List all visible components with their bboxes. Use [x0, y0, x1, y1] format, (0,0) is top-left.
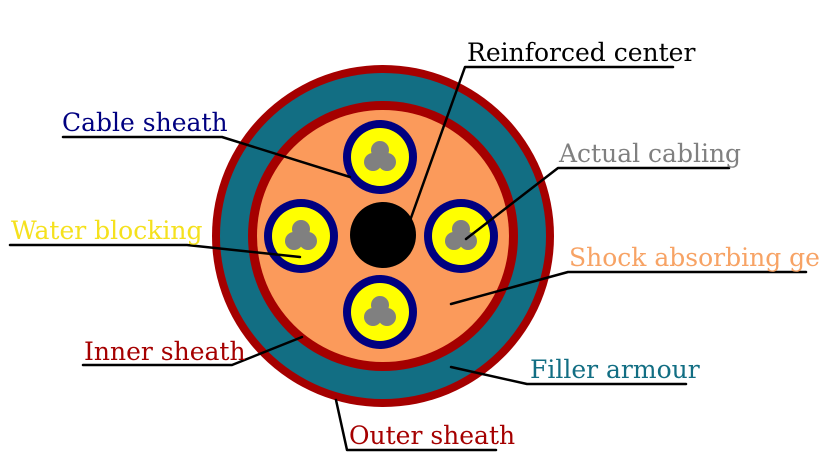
cable-bundle-left — [264, 199, 338, 273]
label-cable-sheath: Cable sheath — [62, 108, 228, 137]
leader-cable-sheath — [61, 135, 352, 179]
leader-reinforced-center — [405, 65, 675, 231]
conductor — [285, 232, 303, 250]
leader-lines — [8, 65, 808, 452]
label-shock-absorbing-gel: Shock absorbing gel — [569, 243, 820, 272]
label-filler-armour: Filler armour — [530, 355, 700, 384]
leader-shock-absorbing-gel — [449, 270, 808, 306]
conductor — [445, 232, 463, 250]
conductor — [364, 153, 382, 171]
cable-bundle-bottom — [343, 275, 417, 349]
label-reinforced-center: Reinforced center — [467, 38, 695, 67]
conductor — [378, 308, 396, 326]
conductor — [459, 232, 477, 250]
cable-bundle-right — [424, 199, 498, 273]
conductor — [378, 153, 396, 171]
cable-bundle-top — [343, 120, 417, 194]
cable-cross-section — [212, 65, 554, 407]
conductor — [299, 232, 317, 250]
leader-inner-sheath — [81, 335, 304, 367]
label-actual-cabling: Actual cabling — [558, 139, 741, 168]
labels: Reinforced center Cable sheath Actual ca… — [11, 38, 820, 450]
label-outer-sheath: Outer sheath — [349, 421, 515, 450]
leader-outer-sheath — [334, 398, 498, 452]
conductor — [364, 308, 382, 326]
label-water-blocking: Water blocking — [11, 216, 202, 245]
leader-actual-cabling — [464, 166, 731, 241]
reinforced-center — [350, 202, 416, 268]
leader-filler-armour — [449, 365, 688, 386]
leader-water-blocking — [8, 243, 302, 259]
label-inner-sheath: Inner sheath — [84, 337, 246, 366]
